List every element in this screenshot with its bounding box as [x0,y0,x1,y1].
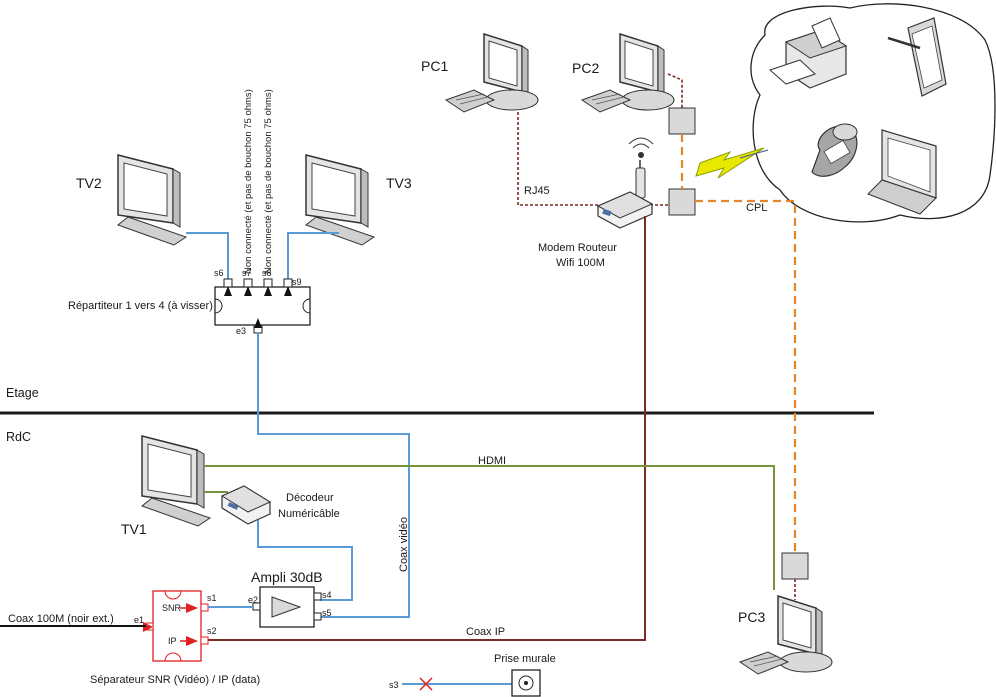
amplifier-label: Ampli 30dB [251,569,323,585]
modem-router-icon [596,137,654,229]
splitter-label: Répartiteur 1 vers 4 (à visser) [68,300,213,312]
tv1-monitor-icon [141,435,211,527]
pc3-computer-icon [739,595,833,675]
wall-outlet-icon [511,669,541,697]
modem-label-line1: Modem Routeur [538,242,617,254]
wall-outlet-label: Prise murale [494,653,556,665]
separator-snr-label: SNR [162,603,182,613]
rj45-cable [517,112,600,206]
separator-ip-label: IP [168,636,177,646]
cpl-adapter-pc3 [781,552,809,580]
pc1-computer-icon [445,33,539,113]
cross-mark-icon [419,677,433,691]
cpl-adapter-pc2 [668,107,696,135]
decoder-coax-cable [257,520,353,601]
separator-e1-label: e1 [134,615,144,625]
coax-video-cable [257,333,410,618]
port-s8-label: s8 [262,268,272,278]
separator-label: Séparateur SNR (Vidéo) / IP (data) [90,674,260,686]
pc2-cpl-link [667,73,683,108]
decoder-label-line2: Numéricâble [278,508,340,520]
rj45-label: RJ45 [524,185,550,197]
amplifier-box [252,586,322,628]
port-s6-label: s6 [214,268,224,278]
tv3-label: TV3 [386,175,412,191]
splitter-box [214,278,311,334]
tv2-coax-cable [186,232,229,282]
coax-ip-cable [202,216,646,641]
amp-s5-label: s5 [322,608,332,618]
cpl-label: CPL [746,202,767,214]
s8-not-connected-note: Non connecté (et pas de bouchon 75 ohms) [263,89,274,274]
pc1-label: PC1 [421,58,448,74]
s7-not-connected-note: Non connecté (et pas de bouchon 75 ohms) [243,89,254,274]
wifi-signal-icon [695,147,765,179]
modem-label-line2: Wifi 100M [556,257,605,269]
decoder-icon [220,485,272,525]
tablet-icon [887,17,947,97]
pc3-label: PC3 [738,609,765,625]
tv2-monitor-icon [117,154,187,246]
snr-ip-separator-box [143,590,209,662]
hdmi-label: HDMI [478,455,506,467]
tv1-label: TV1 [121,521,147,537]
tv2-label: TV2 [76,175,102,191]
cpl-line-pc3 [695,199,797,553]
port-e3-label: e3 [236,326,246,336]
hdmi-cable [204,465,775,590]
coax-video-label: Coax vidéo [398,517,410,572]
coax-ip-label: Coax IP [466,626,505,638]
separator-s1-label: s1 [207,593,217,603]
separator-s2-label: s2 [207,626,217,636]
port-s7-label: s7 [242,268,252,278]
cpl-adapter-modem [668,188,696,216]
amp-s4-label: s4 [322,590,332,600]
tv3-coax-cable [287,232,339,282]
floor-label-etage: Etage [6,386,39,400]
decoder-label-line1: Décodeur [286,492,334,504]
floor-label-rdc: RdC [6,430,31,444]
amp-e2-label: e2 [248,595,258,605]
cell-phone-icon [811,123,858,177]
wall-outlet-s3-label: s3 [389,680,399,690]
coax-input-label: Coax 100M (noir ext.) [8,613,114,625]
port-s9-label: s9 [292,277,302,287]
pc2-label: PC2 [572,60,599,76]
printer-icon [769,17,848,89]
tv3-monitor-icon [305,154,375,246]
laptop-icon [867,129,937,215]
